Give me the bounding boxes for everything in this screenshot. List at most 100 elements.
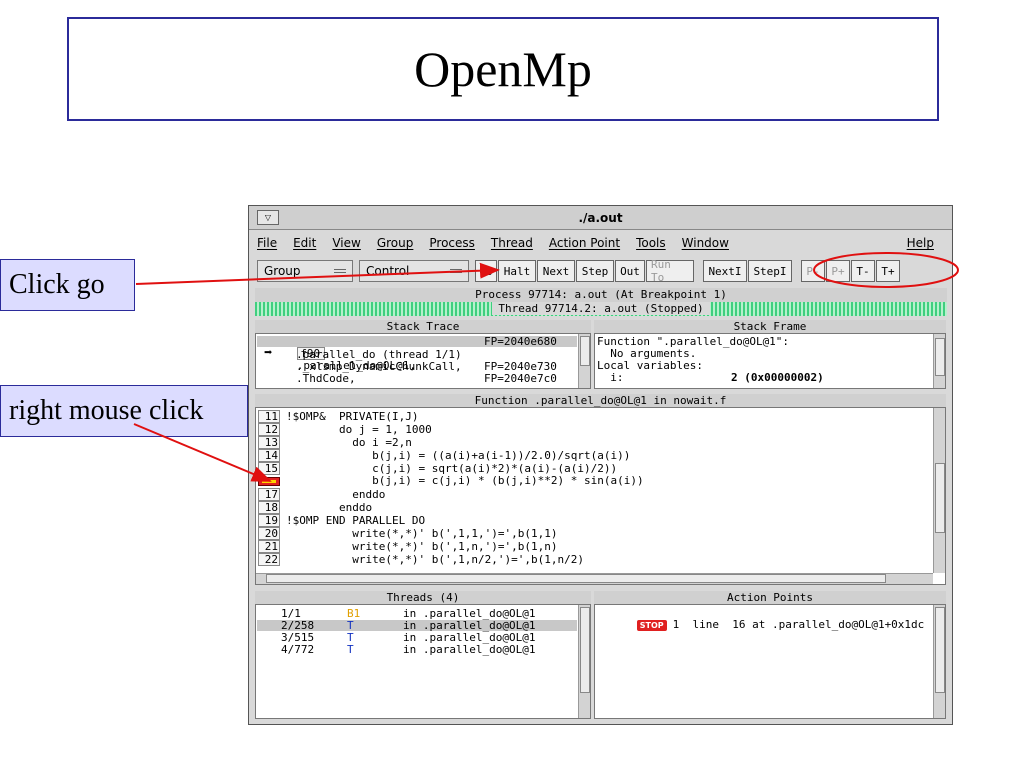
threads-header: Threads (4) xyxy=(255,591,591,604)
source-code: !$OMP& PRIVATE(I,J) xyxy=(286,410,419,423)
threads-scrollbar[interactable] xyxy=(578,605,590,718)
menu-file[interactable]: File xyxy=(257,236,278,250)
local-var-value[interactable]: 2 (0x00000002) xyxy=(731,371,824,384)
scroll-thumb[interactable] xyxy=(935,607,945,693)
stack-trace-row[interactable]: f90 .parallel_do@OL@1, xyxy=(257,336,577,371)
menu-window[interactable]: Window xyxy=(681,236,729,250)
line-number[interactable]: 18 xyxy=(258,501,280,514)
prev-process-button[interactable]: P- xyxy=(801,260,825,282)
stack-trace-name[interactable]: .parallel_do (thread 1/1) xyxy=(296,348,462,361)
window-menu-icon[interactable]: ▽ xyxy=(257,210,279,225)
stack-trace-name[interactable]: .ThdCode, xyxy=(296,372,356,385)
toolbar: Group Control Go Halt Next Step Out Run … xyxy=(249,258,952,284)
line-number[interactable]: 15 xyxy=(258,462,280,475)
menu-process[interactable]: Process xyxy=(429,236,475,250)
line-number[interactable]: 13 xyxy=(258,436,280,449)
control-select[interactable]: Control xyxy=(359,260,469,282)
source-line[interactable]: 12 do j = 1, 1000 xyxy=(258,423,432,436)
option-menu-icon xyxy=(450,269,462,273)
group-select-label: Group xyxy=(264,264,301,278)
scroll-thumb[interactable] xyxy=(266,574,886,583)
line-number[interactable]: 22 xyxy=(258,553,280,566)
slide-title-box: OpenMp xyxy=(67,17,939,121)
option-menu-icon xyxy=(334,269,346,273)
source-line[interactable]: 22 write(*,*)' b(',1,n/2,')=',b(1,n/2) xyxy=(258,553,584,566)
group-select[interactable]: Group xyxy=(257,260,353,282)
action-point-row[interactable]: STOP 1 line 16 at .parallel_do@OL@1+0x1dc xyxy=(597,608,924,642)
source-code: c(j,i) = sqrt(a(i)*2)*(a(i)-(a(i)/2)) xyxy=(286,462,618,475)
line-number[interactable]: 12 xyxy=(258,423,280,436)
source-code: write(*,*)' b(',1,n,')=',b(1,n) xyxy=(286,540,558,553)
source-line[interactable]: 18 enddo xyxy=(258,501,372,514)
pc-arrow-icon[interactable] xyxy=(258,476,280,486)
local-var-name[interactable]: i: xyxy=(597,371,624,384)
line-number[interactable]: 21 xyxy=(258,540,280,553)
source-code: enddo xyxy=(286,501,373,514)
line-number[interactable]: 20 xyxy=(258,527,280,540)
stack-frame-line: Function ".parallel_do@OL@1": xyxy=(597,335,790,348)
source-vscrollbar[interactable] xyxy=(933,408,945,573)
source-line[interactable]: 11 !$OMP& PRIVATE(I,J) xyxy=(258,410,418,423)
next-process-button[interactable]: P+ xyxy=(826,260,850,282)
line-number[interactable]: 17 xyxy=(258,488,280,501)
current-frame-arrow-icon: ➡ xyxy=(264,345,273,361)
thread-status-bar: Thread 97714.2: a.out (Stopped) xyxy=(255,302,947,316)
line-number[interactable]: 19 xyxy=(258,514,280,527)
source-line[interactable]: 19!$OMP END PARALLEL DO xyxy=(258,514,425,527)
menu-edit[interactable]: Edit xyxy=(293,236,317,250)
thread-id: 1/1 xyxy=(281,607,301,620)
stack-trace-name: .parallel_do@OL@1, xyxy=(296,359,416,372)
window-titlebar[interactable]: ▽ ./a.out xyxy=(249,206,952,230)
source-line[interactable]: b(j,i) = c(j,i) * (b(j,i)**2) * sin(a(i)… xyxy=(258,475,644,486)
stack-frame-scrollbar[interactable] xyxy=(933,334,945,388)
line-number[interactable]: 14 xyxy=(258,449,280,462)
window-title: ./a.out xyxy=(578,210,623,225)
next-button[interactable]: Next xyxy=(537,260,575,282)
source-line[interactable]: 14 b(j,i) = ((a(i)+a(i-1))/2.0)/sqrt(a(i… xyxy=(258,449,630,462)
next-thread-button[interactable]: T+ xyxy=(876,260,900,282)
halt-button[interactable]: Halt xyxy=(498,260,536,282)
prev-thread-button[interactable]: T- xyxy=(851,260,875,282)
menu-thread[interactable]: Thread xyxy=(490,236,533,250)
stack-trace-scrollbar[interactable] xyxy=(578,334,590,388)
debugger-window: ▽ ./a.out File Edit View Group Process T… xyxy=(248,205,953,725)
source-line[interactable]: 21 write(*,*)' b(',1,n,')=',b(1,n) xyxy=(258,540,558,553)
source-hscrollbar[interactable] xyxy=(256,573,933,584)
source-line[interactable]: 13 do i =2,n xyxy=(258,436,412,449)
thread-state: T xyxy=(347,619,354,632)
scroll-thumb[interactable] xyxy=(580,607,590,693)
action-point-text: 1 line 16 at .parallel_do@OL@1+0x1dc xyxy=(672,618,925,631)
source-code: write(*,*)' b(',1,n/2,')=',b(1,n/2) xyxy=(286,553,585,566)
out-button[interactable]: Out xyxy=(615,260,645,282)
source-line[interactable]: 20 write(*,*)' b(',1,1,')=',b(1,1) xyxy=(258,527,558,540)
callout-right-mouse-click: right mouse click xyxy=(0,385,248,437)
action-points-panel: STOP 1 line 16 at .parallel_do@OL@1+0x1dc xyxy=(594,604,946,719)
step-button[interactable]: Step xyxy=(576,260,614,282)
menu-action-point[interactable]: Action Point xyxy=(548,236,621,250)
run-to-button[interactable]: Run To xyxy=(646,258,694,284)
source-header: Function .parallel_do@OL@1 in nowait.f xyxy=(255,394,946,407)
menu-tools[interactable]: Tools xyxy=(636,236,666,250)
menu-group[interactable]: Group xyxy=(376,236,414,250)
scroll-thumb[interactable] xyxy=(935,463,945,533)
menu-view[interactable]: View xyxy=(332,236,361,250)
menubar: File Edit View Group Process Thread Acti… xyxy=(249,233,952,253)
menu-help[interactable]: Help xyxy=(906,236,934,250)
stepi-button[interactable]: StepI xyxy=(748,260,792,282)
stack-trace-name[interactable]: ._xlsmp_DynamicChunkCall, xyxy=(296,360,462,373)
scroll-thumb[interactable] xyxy=(935,338,945,376)
stack-trace-panel: f90 .parallel_do@OL@1, FP=2040e680 ➡ .pa… xyxy=(255,333,591,389)
line-number[interactable]: 11 xyxy=(258,410,280,423)
go-button[interactable]: Go xyxy=(475,260,497,282)
source-line[interactable]: 17 enddo xyxy=(258,488,385,501)
action-points-scrollbar[interactable] xyxy=(933,605,945,718)
nexti-button[interactable]: NextI xyxy=(703,260,747,282)
stop-icon: STOP xyxy=(636,620,667,631)
stack-frame-line: No arguments. xyxy=(597,347,697,360)
scroll-thumb[interactable] xyxy=(580,336,590,366)
